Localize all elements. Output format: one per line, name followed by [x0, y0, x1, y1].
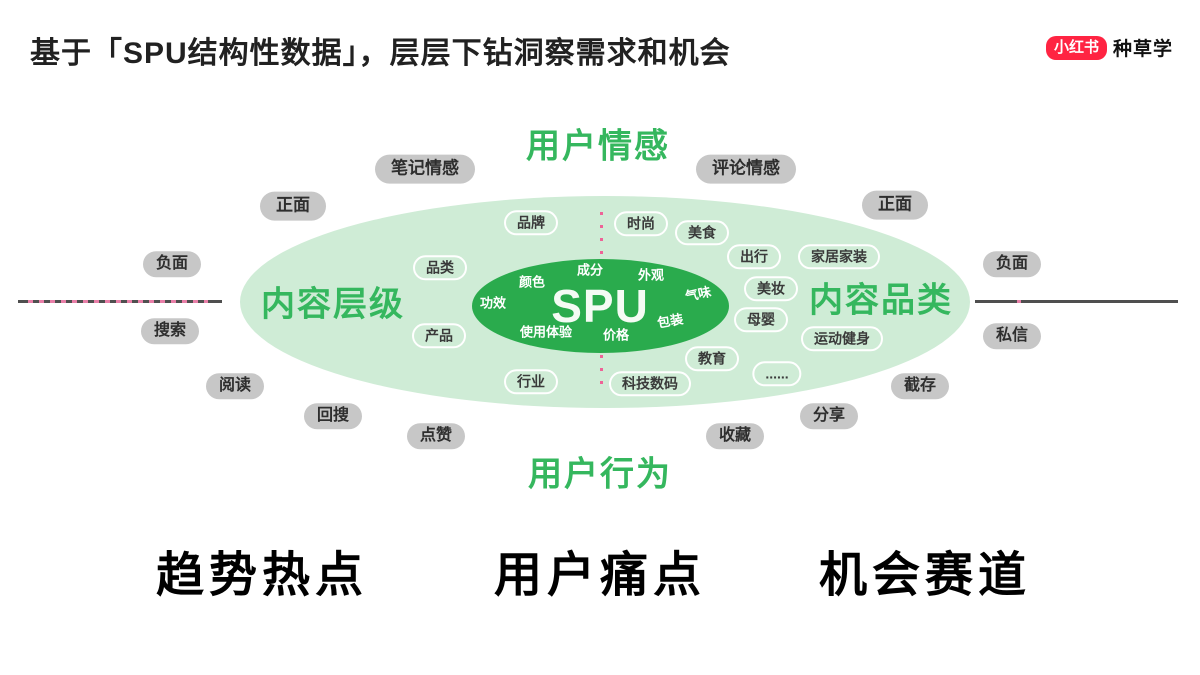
sentiment-pill-positive-left: 正面 [260, 191, 326, 221]
hub-attribute: 价格 [602, 327, 630, 343]
insight-label-opportunity: 机会赛道 [818, 549, 1032, 602]
content-category-pill: 美妆 [744, 276, 798, 302]
insight-label-trend: 趋势热点 [155, 549, 369, 602]
axis-label-content-category: 内容品类 [809, 281, 953, 320]
behavior-pill-share: 分享 [799, 403, 859, 429]
sentiment-pill-negative-left: 负面 [142, 251, 202, 277]
sentiment-pill-note: 笔记情感 [375, 154, 475, 184]
content-category-pill: 母婴 [734, 307, 788, 333]
hub-attribute: 功效 [479, 295, 507, 311]
hub-attribute: 外观 [637, 267, 665, 283]
pink-dash-overlay [28, 300, 208, 303]
xiaohongshu-logo-badge: 小红书 [1046, 35, 1108, 60]
content-level-pill: 品类 [413, 255, 467, 281]
behavior-pill-search: 搜索 [140, 318, 200, 344]
behavior-pill-collect: 收藏 [705, 423, 765, 449]
content-level-pill: 行业 [504, 369, 558, 395]
content-category-pill: 科技数码 [609, 371, 691, 397]
behavior-pill-dm: 私信 [982, 323, 1042, 349]
axis-label-content-level: 内容层级 [261, 285, 405, 324]
spu-hub-label: SPU [551, 280, 649, 332]
hub-attribute: 成分 [576, 262, 604, 278]
content-category-pill-more: ...... [752, 361, 802, 387]
brand-logo: 小红书 种草学 [1046, 34, 1173, 61]
axis-label-user-sentiment: 用户情感 [526, 127, 670, 166]
behavior-pill-screenshot: 截存 [890, 373, 950, 399]
pink-dot [1017, 300, 1021, 303]
logo-brand-text: 种草学 [1113, 39, 1174, 60]
content-category-pill: 运动健身 [801, 326, 883, 352]
sentiment-pill-negative-right: 负面 [982, 251, 1042, 277]
content-category-pill: 时尚 [614, 211, 668, 237]
behavior-pill-research: 回搜 [303, 403, 363, 429]
sentiment-pill-positive-right: 正面 [862, 190, 928, 220]
divider-line-left [18, 300, 222, 303]
content-category-pill: 美食 [675, 220, 729, 246]
content-category-pill: 教育 [685, 346, 739, 372]
insight-label-painpoint: 用户痛点 [493, 549, 707, 602]
hub-attribute: 使用体验 [519, 324, 573, 340]
content-level-pill: 产品 [412, 323, 466, 349]
content-category-pill: 家居家装 [798, 244, 880, 270]
content-category-pill: 出行 [727, 244, 781, 270]
page-title: 基于「SPU结构性数据」，层层下钻洞察需求和机会 [30, 37, 731, 70]
content-level-pill: 品牌 [504, 210, 558, 236]
hub-attribute: 颜色 [518, 274, 546, 290]
behavior-pill-read: 阅读 [205, 373, 265, 399]
sentiment-pill-comment: 评论情感 [696, 154, 796, 184]
spu-hub-ellipse [472, 259, 729, 353]
behavior-pill-like: 点赞 [406, 423, 466, 449]
divider-line-right [975, 300, 1178, 303]
axis-label-user-behavior: 用户行为 [528, 455, 672, 494]
